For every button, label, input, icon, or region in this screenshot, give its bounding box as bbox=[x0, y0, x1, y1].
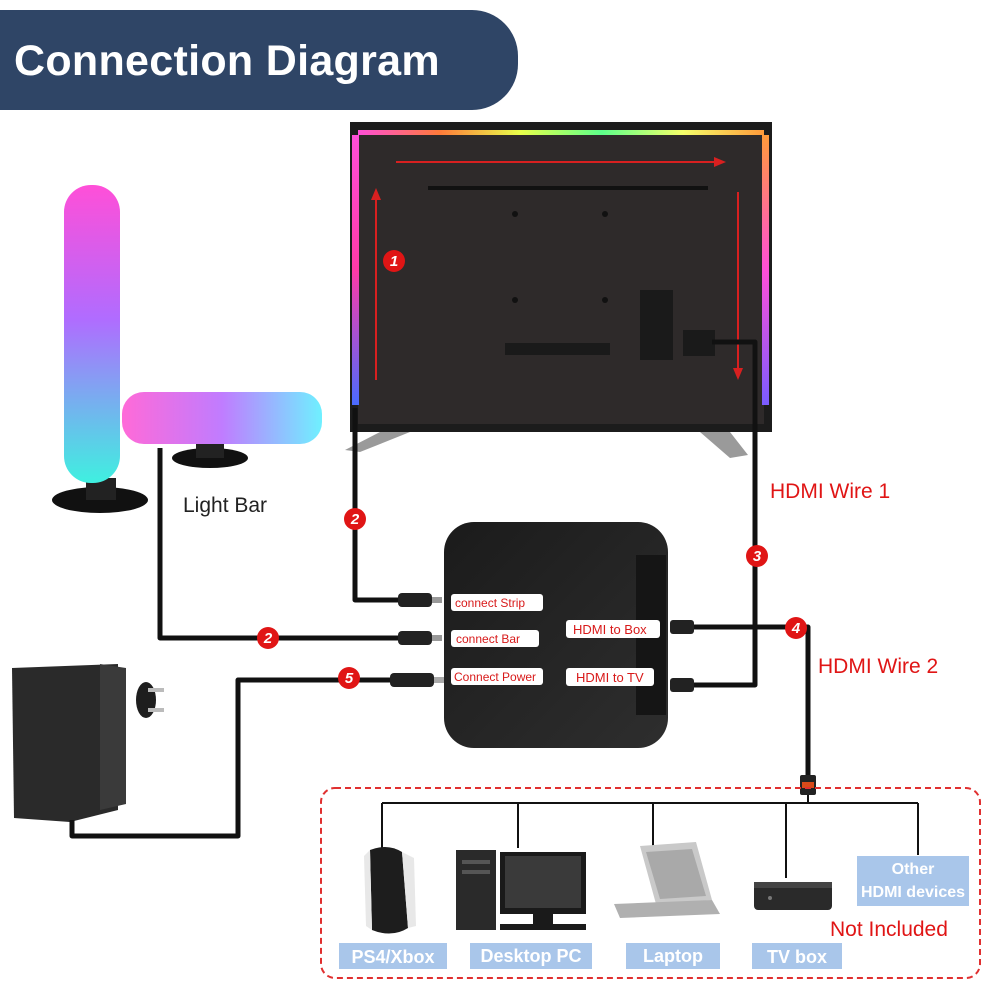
device-label-ps4-xbox: PS4/Xbox bbox=[351, 947, 434, 967]
device-label-other: Other bbox=[892, 861, 935, 878]
cable-strip bbox=[352, 408, 398, 603]
port-label-hdmi-to-box: HDMI to Box bbox=[573, 622, 647, 637]
adapter-body bbox=[12, 664, 118, 822]
step-badge-4 bbox=[785, 617, 807, 639]
device-label-hdmi-devices: HDMI devices bbox=[861, 884, 965, 901]
led-strip-top bbox=[358, 130, 764, 135]
step-number: 2 bbox=[263, 630, 273, 647]
tv-back-panel bbox=[358, 130, 764, 424]
control-box-body bbox=[444, 522, 668, 748]
laptop bbox=[614, 842, 720, 918]
tv-screw bbox=[512, 211, 518, 217]
cables bbox=[69, 339, 811, 839]
port-label-connect-bar: connect Bar bbox=[456, 632, 520, 646]
port-label-connect-strip: connect Strip bbox=[455, 596, 525, 610]
power-adapter bbox=[12, 664, 164, 822]
port-label-bgs bbox=[451, 594, 660, 686]
step-badge-2b bbox=[257, 627, 279, 649]
arrow-head bbox=[714, 157, 726, 167]
step-number: 4 bbox=[791, 620, 801, 637]
device-label-desktop-pc: Desktop PC bbox=[480, 946, 581, 966]
tv-screw bbox=[602, 297, 608, 303]
hdmi-wire-2 bbox=[692, 624, 811, 775]
connectors bbox=[390, 593, 816, 795]
led-strip-left bbox=[352, 135, 359, 405]
tv-stand-left bbox=[345, 432, 410, 452]
page-title: Connection Diagram bbox=[14, 37, 440, 85]
port-label-hdmi-to-tv: HDMI to TV bbox=[576, 670, 644, 685]
title-banner: Connection Diagram bbox=[0, 10, 518, 110]
tv-screw bbox=[602, 211, 608, 217]
tv-vent bbox=[505, 343, 610, 355]
not-included-label: Not Included bbox=[830, 918, 948, 941]
light-bar-stem bbox=[86, 478, 116, 500]
hdmi-wire-1-label: HDMI Wire 1 bbox=[770, 480, 890, 503]
device-label-bgs bbox=[339, 856, 969, 969]
light-bar-label: Light Bar bbox=[183, 494, 267, 517]
tv-slot bbox=[428, 186, 708, 190]
tv bbox=[345, 122, 772, 458]
device-label-tv-box: TV box bbox=[767, 947, 827, 967]
tv-screw bbox=[512, 297, 518, 303]
step-badges bbox=[257, 250, 807, 689]
light-bar bbox=[52, 185, 322, 513]
desktop-pc bbox=[456, 850, 586, 930]
led-strip-right bbox=[762, 135, 769, 405]
ps4-console bbox=[364, 846, 416, 934]
arrow-head bbox=[733, 368, 743, 380]
hdmi-wire-2-label: HDMI Wire 2 bbox=[818, 655, 938, 678]
step-number: 5 bbox=[345, 670, 354, 687]
tv-hdmi-port bbox=[683, 330, 715, 356]
step-badge-5 bbox=[338, 667, 360, 689]
tv-port-panel bbox=[640, 290, 673, 360]
adapter-plug-base bbox=[136, 682, 156, 718]
device-branch-lines bbox=[381, 795, 919, 878]
tv-stand-right bbox=[700, 432, 748, 458]
arrow-head bbox=[371, 188, 381, 200]
devices-area bbox=[320, 787, 981, 979]
light-bar-stem-2 bbox=[196, 440, 224, 458]
step-badge-3 bbox=[746, 545, 768, 567]
light-bar-horizontal bbox=[122, 392, 322, 444]
cable-power bbox=[69, 677, 396, 839]
light-bar-vertical bbox=[64, 185, 120, 483]
tv-box-device bbox=[754, 882, 832, 910]
port-label-connect-power: Connect Power bbox=[454, 670, 536, 684]
device-label-laptop: Laptop bbox=[643, 946, 703, 966]
step-badge-1 bbox=[383, 250, 405, 272]
hdmi-wire-1 bbox=[692, 339, 758, 688]
step-number: 3 bbox=[753, 548, 762, 565]
step-number: 1 bbox=[390, 253, 398, 270]
cable-bar bbox=[157, 448, 398, 641]
step-number: 2 bbox=[350, 511, 360, 528]
step-badge-2a bbox=[344, 508, 366, 530]
